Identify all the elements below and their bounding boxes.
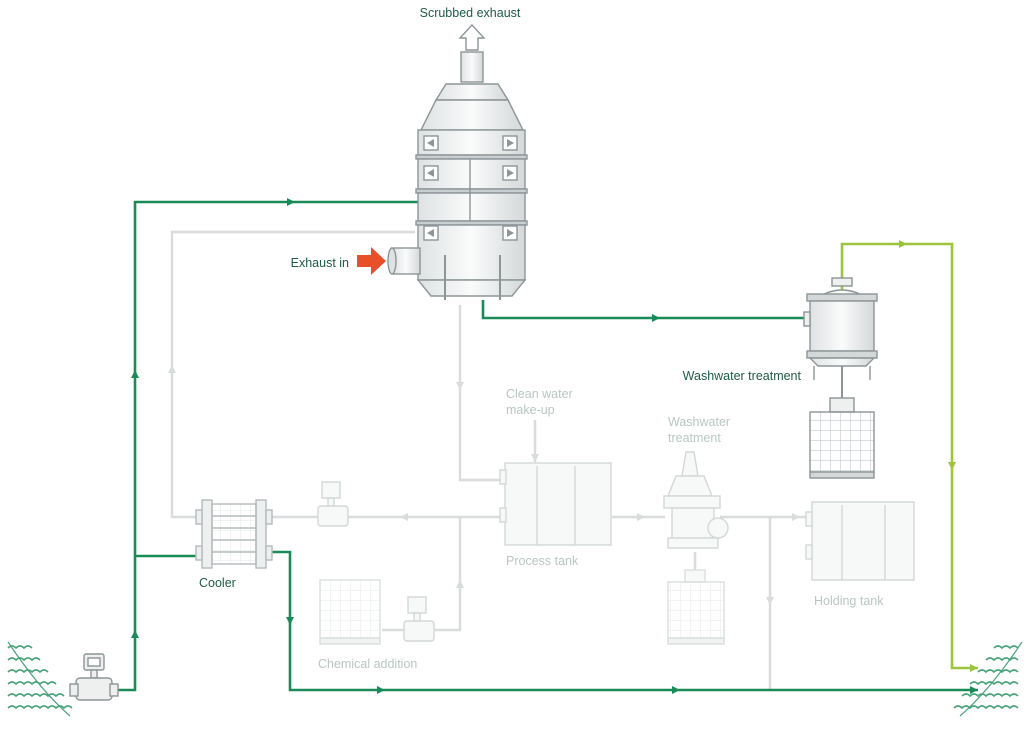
scrubbed-exhaust-label: Scrubbed exhaust xyxy=(420,6,521,20)
dosing-pump-icon xyxy=(403,596,435,642)
sludge-container-faded-icon xyxy=(667,569,725,645)
holding-tank-icon xyxy=(805,501,915,581)
cooler-heat-exchanger-icon xyxy=(195,499,273,569)
sea-waves-icon xyxy=(953,641,1023,717)
chemical-container-icon xyxy=(319,579,381,645)
discharge-pipe xyxy=(840,242,978,670)
active-flow-arrows xyxy=(131,198,978,694)
washwater-treatment-faded-label-line2: treatment xyxy=(668,431,721,445)
centrifuge-separator-icon xyxy=(663,451,729,549)
exhaust-in-label: Exhaust in xyxy=(291,256,349,270)
chemical-addition-label: Chemical addition xyxy=(318,657,417,671)
process-tank-icon xyxy=(499,462,612,546)
process-tank-label: Process tank xyxy=(506,554,579,568)
washwater-treatment-faded-label-line1: Washwater xyxy=(668,415,730,429)
holding-tank-label: Holding tank xyxy=(814,594,884,608)
exhaust-in-arrow-icon xyxy=(357,247,386,275)
labels: Scrubbed exhaust Exhaust in Washwater tr… xyxy=(199,6,884,671)
clean-water-label-line1: Clean water xyxy=(506,387,573,401)
circulation-pump-icon xyxy=(317,481,349,527)
clean-water-label-line2: make-up xyxy=(506,403,555,417)
washwater-treatment-label: Washwater treatment xyxy=(683,369,802,383)
sea-waves-icon xyxy=(7,641,73,717)
inactive-flow-arrows xyxy=(168,365,800,605)
sludge-container-icon xyxy=(809,397,875,479)
seawater-pump-icon xyxy=(69,653,119,701)
scrubber-tower-icon xyxy=(387,51,528,300)
washwater-separator-icon xyxy=(803,277,878,400)
scrubbed-exhaust-arrow-icon xyxy=(458,23,486,51)
discharge-arrows xyxy=(899,240,978,672)
cooler-label: Cooler xyxy=(199,576,236,590)
